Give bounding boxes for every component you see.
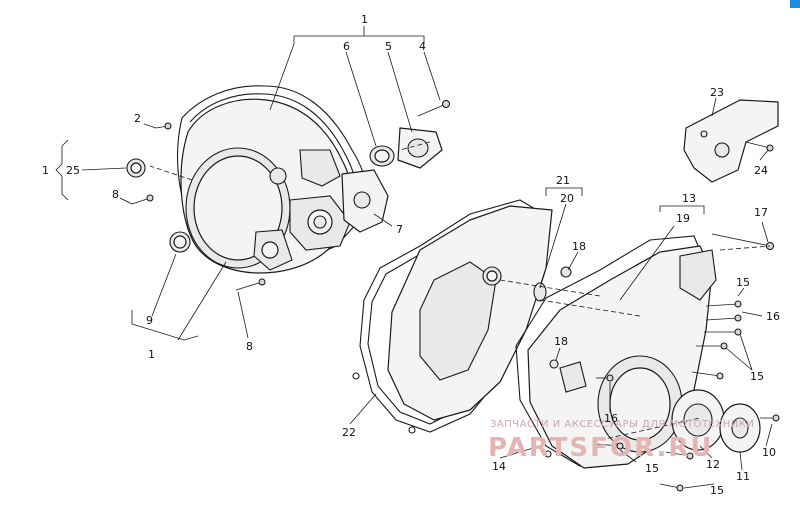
bolts-15-set bbox=[595, 300, 742, 492]
assembly-axes bbox=[149, 141, 771, 441]
screw-16-lower bbox=[596, 374, 614, 382]
callout-11: 11 bbox=[736, 470, 750, 483]
callout-9: 9 bbox=[146, 314, 153, 327]
bolt-4 bbox=[417, 100, 450, 117]
callout-22: 22 bbox=[342, 426, 356, 439]
bolt-24 bbox=[745, 141, 774, 152]
callout-20: 20 bbox=[560, 192, 574, 205]
seal-9 bbox=[169, 231, 191, 253]
callout-19: 19 bbox=[676, 212, 690, 225]
callout-16-right: 16 bbox=[766, 310, 780, 323]
callout-15-bottom: 15 bbox=[645, 462, 659, 475]
callout-23: 23 bbox=[710, 86, 724, 99]
callout-18-upper: 18 bbox=[572, 240, 586, 253]
callout-17: 17 bbox=[754, 206, 768, 219]
callout-labels: 1 2 25 8 9 1 8 6 5 4 7 23 24 21 20 18 22… bbox=[42, 13, 780, 497]
callout-15-right: 15 bbox=[750, 370, 764, 383]
callout-1-side: 1 bbox=[42, 164, 49, 177]
callout-5: 5 bbox=[385, 40, 392, 53]
cover-plate-12 bbox=[671, 389, 725, 451]
watermark-caption: ЗАПЧАСТИ И АКСЕССУАРЫ ДЛЯ МОТОТЕХНИКИ bbox=[490, 419, 754, 430]
callout-15-upper: 15 bbox=[736, 276, 750, 289]
clutch-cover bbox=[180, 98, 353, 274]
screw-8-upper bbox=[131, 194, 154, 205]
cover-side-plate bbox=[341, 169, 389, 233]
watermark-logo: PARTSFOR.RU bbox=[488, 433, 713, 463]
bolt-17 bbox=[711, 233, 774, 250]
bracket-23 bbox=[683, 99, 779, 183]
plate-11 bbox=[719, 403, 761, 453]
bearing-6 bbox=[369, 145, 395, 167]
callout-2: 2 bbox=[134, 112, 141, 125]
outer-cover-13 bbox=[527, 245, 717, 469]
callout-8-left: 8 bbox=[112, 188, 119, 201]
pin-18-lower bbox=[549, 359, 559, 369]
callout-10: 10 bbox=[762, 446, 776, 459]
callout-14: 14 bbox=[492, 460, 506, 473]
leader-lines bbox=[55, 26, 773, 489]
callout-16-lower: 16 bbox=[604, 412, 618, 425]
callout-4: 4 bbox=[419, 40, 426, 53]
callout-1-bottom: 1 bbox=[148, 348, 155, 361]
screw-8-lower bbox=[235, 278, 266, 291]
pin-18-upper bbox=[560, 266, 572, 278]
callout-6: 6 bbox=[343, 40, 350, 53]
callout-13: 13 bbox=[682, 192, 696, 205]
callout-1-top: 1 bbox=[361, 13, 368, 26]
oil-seal-5 bbox=[397, 127, 443, 169]
callout-12: 12 bbox=[706, 458, 720, 471]
bolt-2 bbox=[155, 122, 172, 130]
callout-15-lowest: 15 bbox=[710, 484, 724, 497]
callout-21: 21 bbox=[556, 174, 570, 187]
callout-25: 25 bbox=[66, 164, 80, 177]
corner-accent bbox=[790, 0, 800, 8]
inner-cover-21 bbox=[387, 205, 553, 421]
callout-18-lower: 18 bbox=[554, 335, 568, 348]
watermark: ЗАПЧАСТИ И АКСЕССУАРЫ ДЛЯ МОТОТЕХНИКИ PA… bbox=[488, 419, 754, 463]
screw-10 bbox=[760, 414, 780, 422]
bearing-25 bbox=[126, 158, 146, 178]
callout-24: 24 bbox=[754, 164, 768, 177]
callout-8-bottom: 8 bbox=[246, 340, 253, 353]
dowel-20 bbox=[533, 282, 547, 302]
callout-7: 7 bbox=[396, 223, 403, 236]
